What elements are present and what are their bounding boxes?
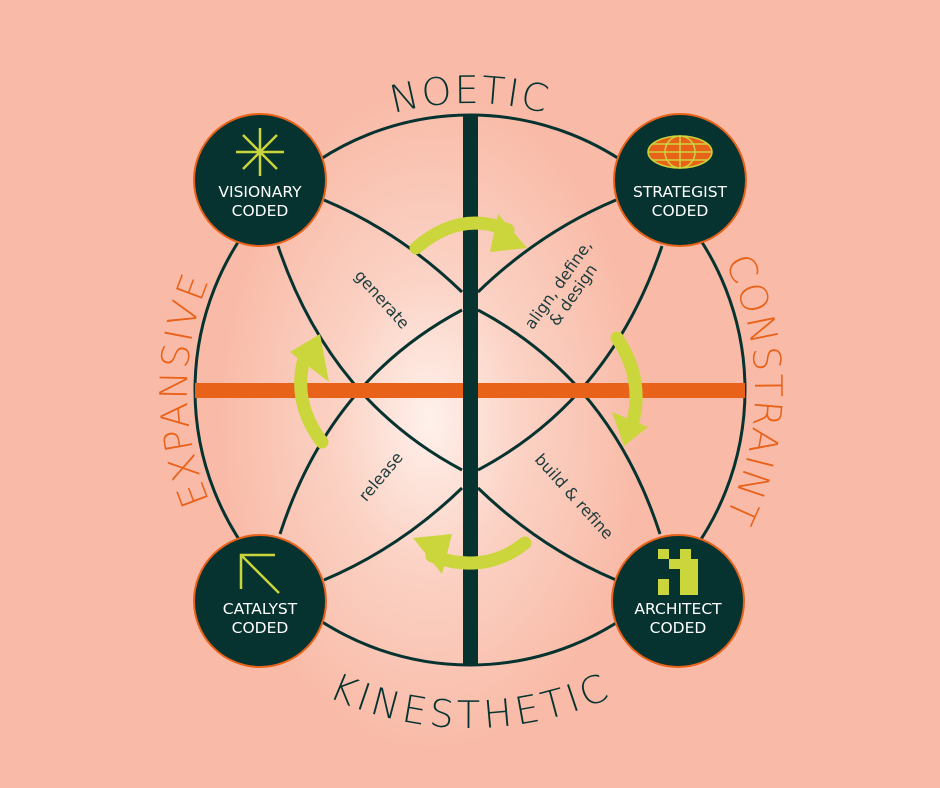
phase-build: build & refine (531, 450, 617, 543)
phase-align: align, define, & design (521, 236, 601, 332)
asterisk-icon (236, 128, 284, 176)
vertical-axis-bar (463, 115, 478, 666)
curve (278, 308, 463, 535)
phase-generate: generate (351, 266, 414, 333)
axis-label-bottom: KINESTHETIC (324, 665, 616, 737)
svg-text:CODED: CODED (232, 202, 289, 220)
pixel-blocks-icon (658, 549, 698, 595)
curve (323, 198, 464, 294)
svg-text:ARCHITECT: ARCHITECT (634, 600, 722, 618)
svg-text:CODED: CODED (650, 619, 707, 637)
arrow-up-left-icon (239, 553, 280, 594)
cycle-arrows (290, 214, 648, 574)
arrow-bottom-icon (413, 534, 532, 574)
svg-text:CATALYST: CATALYST (223, 600, 298, 618)
arrow-left-icon (290, 334, 329, 449)
svg-text:CODED: CODED (652, 202, 709, 220)
arrow-right-icon (610, 331, 648, 446)
curve (276, 245, 463, 472)
svg-text:VISIONARY: VISIONARY (218, 183, 302, 201)
arrow-top-icon (409, 214, 527, 255)
globe-icon (647, 135, 713, 169)
node-visionary: VISIONARY CODED (193, 113, 327, 247)
curve (476, 486, 617, 582)
svg-text:CODED: CODED (232, 619, 289, 637)
curve (323, 486, 464, 582)
node-architect: ARCHITECT CODED (611, 534, 745, 668)
curve (476, 198, 617, 294)
phase-release: release (355, 448, 407, 505)
node-catalyst: CATALYST CODED (193, 534, 327, 668)
curve (477, 308, 662, 535)
node-strategist: STRATEGIST CODED (613, 113, 747, 247)
svg-text:STRATEGIST: STRATEGIST (633, 183, 728, 201)
curve (477, 245, 664, 472)
inner-curves (276, 198, 664, 582)
